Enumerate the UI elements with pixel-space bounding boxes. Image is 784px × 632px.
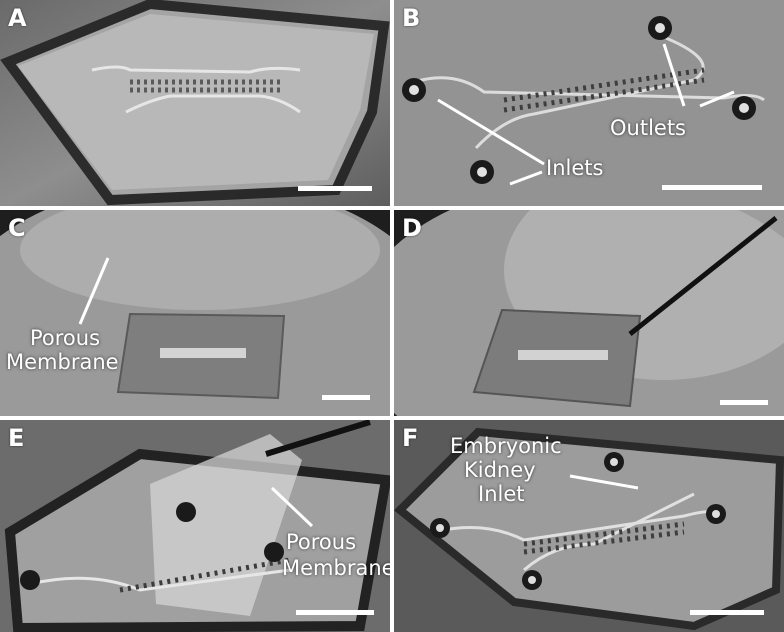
panel-c-membrane-label: Membrane xyxy=(6,350,119,374)
panel-b-scale-bar xyxy=(662,185,762,190)
panel-f-photo xyxy=(394,420,784,632)
panel-a: A xyxy=(0,0,390,206)
outlets-label: Outlets xyxy=(610,116,687,140)
panel-a-scale-bar xyxy=(298,186,372,191)
panel-f: F Embryonic Kidney Inlet xyxy=(394,420,784,632)
panel-d: D xyxy=(394,210,784,416)
panel-c-label: C xyxy=(8,214,26,242)
panel-e-porous-label: Porous xyxy=(286,530,357,554)
panel-c-scale-bar xyxy=(322,395,370,400)
kidney-label: Kidney xyxy=(464,458,536,482)
panel-c-photo xyxy=(0,210,390,416)
panel-e-label: E xyxy=(8,424,25,452)
panel-d-scale-bar xyxy=(720,400,768,405)
panel-b-photo xyxy=(394,0,784,206)
panel-e: E Porous Membrane xyxy=(0,420,390,632)
panel-f-scale-bar xyxy=(690,610,764,615)
panel-d-label: D xyxy=(402,214,422,242)
panel-d-photo xyxy=(394,210,784,416)
panel-e-scale-bar xyxy=(296,610,374,615)
panel-a-photo xyxy=(0,0,390,206)
embryonic-label: Embryonic xyxy=(450,434,562,458)
panel-c: C Porous Membrane xyxy=(0,210,390,416)
panel-b-label: B xyxy=(402,4,421,32)
panel-b: B Inlets Outlets xyxy=(394,0,784,206)
panel-c-porous-label: Porous xyxy=(30,326,101,350)
inlets-label: Inlets xyxy=(546,156,604,180)
panel-f-label: F xyxy=(402,424,419,452)
inlet-label: Inlet xyxy=(478,482,525,506)
panel-a-label: A xyxy=(8,4,27,32)
panel-e-photo xyxy=(0,420,390,632)
panel-e-membrane-label: Membrane xyxy=(282,556,390,580)
